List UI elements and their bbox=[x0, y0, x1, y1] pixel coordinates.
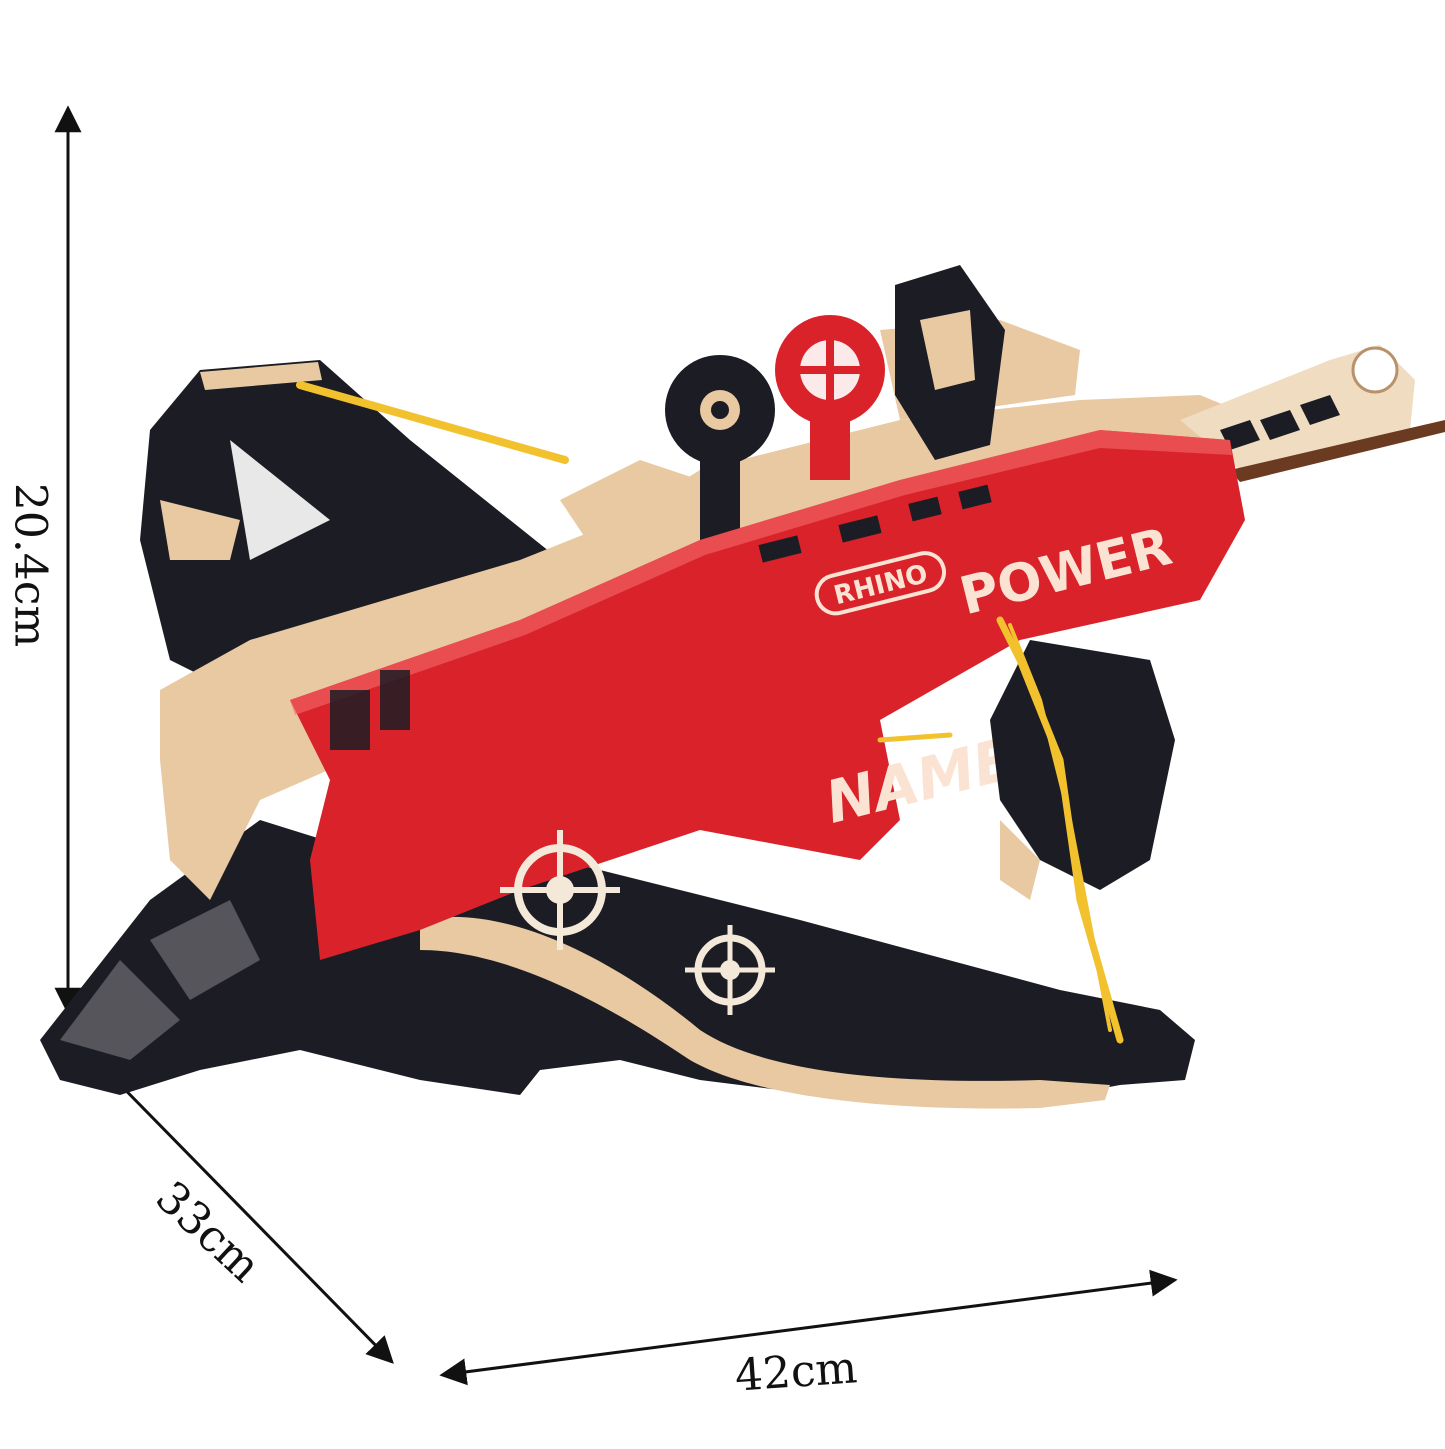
stock-extension bbox=[1180, 345, 1445, 482]
width-dimension-label: 42cm bbox=[733, 1342, 859, 1402]
red-body bbox=[290, 430, 1245, 960]
sight-ring-black bbox=[665, 355, 775, 540]
sight-ring-red bbox=[775, 315, 885, 480]
height-dimension-label: 20.4cm bbox=[4, 482, 56, 648]
target-emblem-large bbox=[500, 830, 620, 950]
width-dimension-arrow bbox=[439, 1269, 1178, 1386]
depth-dimension-arrow bbox=[96, 1060, 394, 1364]
sight-notch bbox=[895, 265, 1005, 460]
target-emblem-small bbox=[685, 925, 775, 1015]
grip bbox=[990, 640, 1175, 900]
bow-strings bbox=[296, 381, 1124, 1044]
